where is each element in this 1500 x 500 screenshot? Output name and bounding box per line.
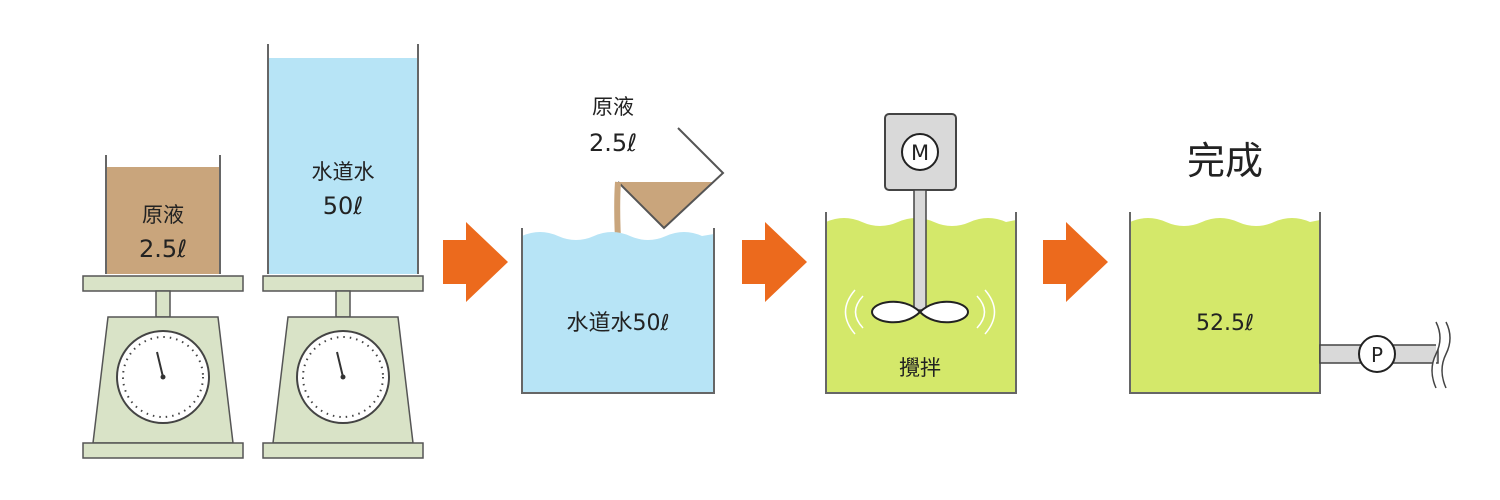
mixing-tank-water: 水道水50ℓ bbox=[521, 228, 715, 394]
impeller-icon bbox=[844, 289, 996, 335]
pump-symbol: P bbox=[1371, 343, 1383, 367]
stirrer-shaft bbox=[913, 189, 927, 311]
concentrate-volume: 2.5ℓ bbox=[139, 235, 187, 263]
tap-water-liquid bbox=[268, 58, 418, 274]
arrow-right-icon bbox=[742, 222, 807, 302]
arrow-right-icon bbox=[443, 222, 508, 302]
pour-volume: 2.5ℓ bbox=[589, 129, 637, 157]
tap-water-beaker: 水道水 50ℓ bbox=[267, 44, 419, 274]
pour-funnel: 原液 2.5ℓ bbox=[589, 95, 725, 259]
arrow-right-icon bbox=[1043, 222, 1108, 302]
scale-icon bbox=[262, 275, 424, 459]
pump-icon: P bbox=[1358, 335, 1396, 373]
tap-water-volume: 50ℓ bbox=[323, 192, 363, 220]
complete-volume: 52.5ℓ bbox=[1196, 311, 1254, 336]
complete-title: 完成 bbox=[1187, 139, 1263, 183]
tank-water-label: 水道水50ℓ bbox=[566, 311, 669, 336]
tap-water-name: 水道水 bbox=[312, 160, 375, 184]
concentrate-liquid bbox=[106, 167, 220, 274]
pipe-break-icon bbox=[1431, 321, 1451, 389]
motor-symbol: M bbox=[911, 141, 929, 165]
scale-icon bbox=[82, 275, 244, 459]
concentrate-name: 原液 bbox=[142, 203, 184, 227]
complete-tank: 52.5ℓ bbox=[1129, 212, 1321, 394]
concentrate-beaker: 原液 2.5ℓ bbox=[105, 155, 221, 274]
mix-label: 攪拌 bbox=[899, 356, 941, 380]
motor-icon: M bbox=[884, 113, 957, 191]
pour-name: 原液 bbox=[592, 95, 634, 119]
